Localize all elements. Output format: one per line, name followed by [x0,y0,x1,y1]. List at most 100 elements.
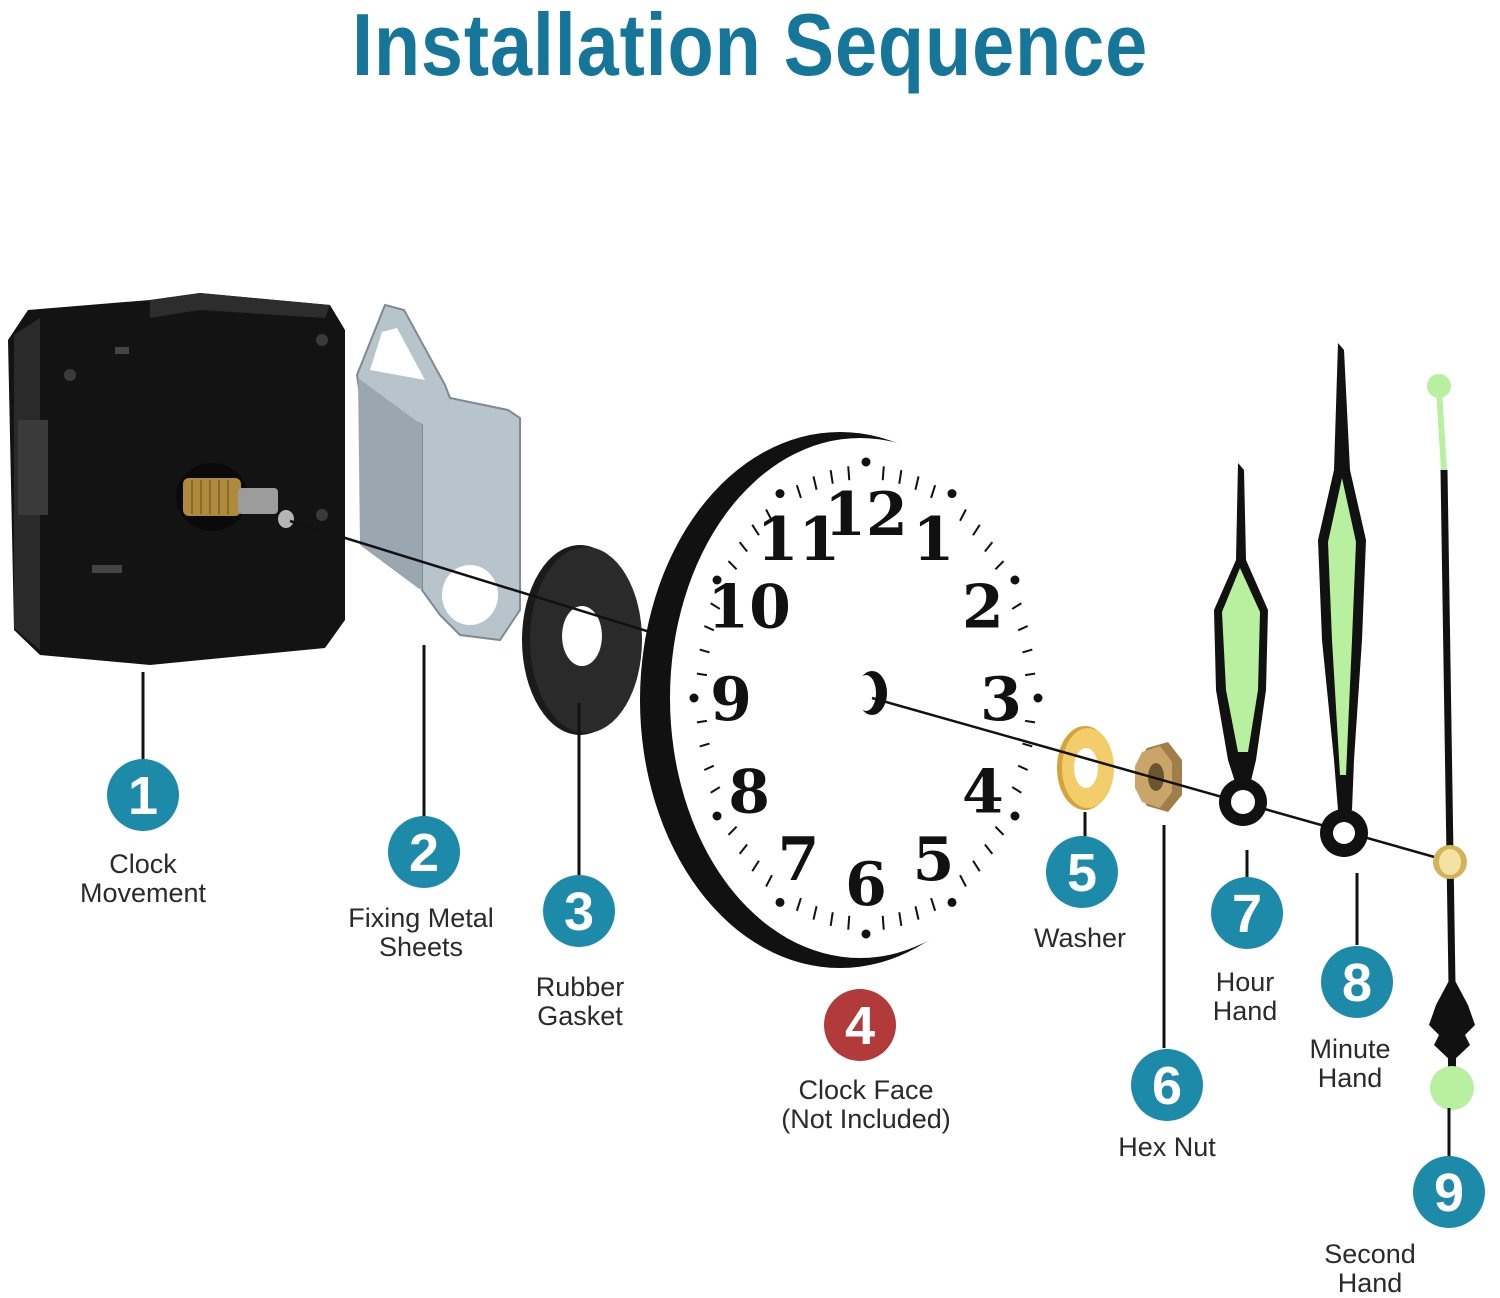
dial-hour-dot [712,575,722,585]
step-badge-1: 1 [107,759,179,831]
washer-part [1057,726,1114,810]
dial-minute-tick [984,541,994,553]
dial-minute-tick [994,826,1005,836]
dial-minute-tick [727,560,738,570]
dial-hour-dot [775,897,785,907]
dial-hour-dot [947,897,957,907]
step-badge-circle [1131,1049,1203,1121]
dial-hour-dot [947,489,957,499]
label-rubber-gasket: Rubber Gasket [535,972,625,1031]
dial-minute-tick [710,602,721,610]
label-washer: Washer [1033,923,1127,953]
dial-numeral: 3 [980,665,1022,735]
step-badge-number: 7 [1232,884,1262,944]
page-title: Installation Sequence [351,0,1149,94]
dial-minute-tick [1022,648,1033,654]
dial-minute-tick [914,906,920,920]
dial-minute-tick [1017,764,1029,771]
dial-minute-tick [696,719,708,724]
step-badge-circle [1046,836,1118,908]
dial-hour-dot [775,489,785,499]
dial-minute-tick [994,560,1005,570]
dial-minute-tick [1022,742,1033,748]
dial-numeral: 10 [707,573,791,643]
step-badge-circle [543,875,615,947]
dial-minute-tick [881,466,885,481]
step-badge-4: 4 [824,989,896,1061]
dial-minute-tick [765,509,773,522]
step-badge-circle [388,816,460,888]
dial-minute-tick [829,912,834,927]
label-minute-hand: Minute Hand [1309,1034,1391,1093]
dial-minute-tick [751,860,760,872]
dial-minute-tick [1024,672,1036,677]
dial-minute-tick [795,897,802,912]
dial-minute-tick [751,524,760,536]
step-badge-number: 3 [564,882,594,942]
label-hex-nut: Hex Nut [1118,1132,1216,1162]
dial-hour-dots [689,457,1043,939]
step-badge-circle [1211,877,1283,949]
step-badge-number: 2 [409,823,439,883]
dial-numeral: 4 [962,758,1004,828]
step-badge-number: 5 [1067,843,1097,903]
dial-hour-dot [689,693,699,703]
step-badge-2: 2 [388,816,460,888]
step-badge-circle [1321,946,1393,1018]
label-hour-hand: Hour Hand [1212,967,1278,1026]
dial-minute-tick [765,874,773,887]
step-badge-number: 6 [1152,1056,1182,1116]
step-badge-8: 8 [1321,946,1393,1018]
dial-minute-tick [881,915,885,930]
dial-hour-dot [861,929,871,939]
second-hand-part [1427,374,1475,1110]
label-clock-face: Clock Face (Not Included) [781,1075,951,1134]
dial-minute-tick [898,469,903,484]
label-second-hand: Second Hand [1324,1239,1416,1298]
dial-minute-tick [972,524,981,536]
dial-hour-dot [1010,811,1020,821]
dial-numeral: 9 [710,665,752,735]
dial-numeral: 12 [824,480,908,550]
dial-hour-dot [1010,575,1020,585]
dial-minute-tick [847,466,851,481]
step-badge-3: 3 [543,875,615,947]
dial-minute-tick [847,915,851,930]
dial-minute-tick [812,476,818,490]
clock-movement-part [8,293,345,665]
dial-hour-dot [1033,693,1043,703]
dial-minute-tick [930,897,937,912]
dial-numeral: 5 [913,825,955,895]
dial-numeral: 2 [962,573,1004,643]
minute-hand-part [1318,343,1368,857]
dial-minute-tick [710,786,721,794]
dial-hour-dot [712,811,722,821]
step-badge-7: 7 [1211,877,1283,949]
dial-minute-tick [738,843,748,855]
step-badge-number: 8 [1342,953,1372,1013]
step-badge-circle [107,759,179,831]
leader-lines [141,645,1451,1157]
dial-minute-tick [812,906,818,920]
step-badge-circle [824,989,896,1061]
dial-minute-tick [1024,719,1036,724]
step-badge-9: 9 [1413,1156,1485,1228]
fixing-metal-sheet-part [355,303,521,642]
rubber-gasket-part [522,545,642,735]
step-badge-5: 5 [1046,836,1118,908]
step-badge-circle [1413,1156,1485,1228]
dial-numeral: 1 [913,505,955,575]
dial-minute-tick [930,484,937,499]
dial-minute-tick [738,541,748,553]
dial-minute-tick [898,912,903,927]
dial-numeral: 7 [778,825,820,895]
dial-minute-tick [1017,625,1029,632]
hex-nut-part [1135,742,1182,812]
step-badge-number: 1 [128,766,158,826]
dial-minute-tick [984,843,994,855]
dial-ticks [696,466,1036,930]
step-badge-6: 6 [1131,1049,1203,1121]
dial-minute-tick [1011,786,1022,794]
dial-minute-tick [959,509,967,522]
